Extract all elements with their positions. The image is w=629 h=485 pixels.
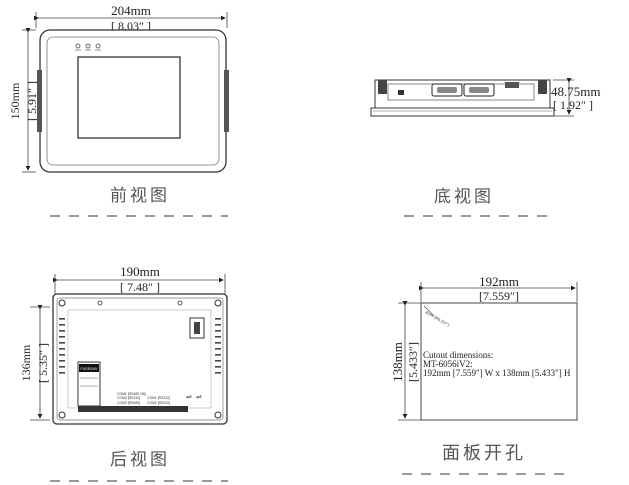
- lcd-screen: [77, 56, 181, 139]
- front-height-in: [ 5.91″ ]: [25, 81, 39, 121]
- cutout-width-in: [7.559″]: [479, 289, 519, 303]
- connector-strip: [78, 406, 188, 412]
- vent-slot: [215, 342, 221, 344]
- right-clip: [538, 80, 547, 94]
- rear-height-mm: 136mm: [19, 344, 33, 381]
- front-view: 204mm [ 8.03″ ] 150mm [ 5.91″ ] 前视图: [8, 3, 229, 217]
- led-indicator: [95, 43, 101, 49]
- vent-slot: [59, 354, 65, 356]
- cutout-height-in: [5.433″]: [406, 342, 420, 382]
- rear-width-in: [ 7.48″ ]: [120, 280, 160, 294]
- cutout-text-line3: 192mm [7.559"] W x 138mm [5.433"] H: [423, 368, 571, 378]
- rear-height-in: [ 5.35″ ]: [36, 343, 50, 383]
- vent-slot: [215, 318, 221, 320]
- vent-slot: [59, 330, 65, 332]
- port-label: COM3 [RS232]: [117, 396, 140, 400]
- led-indicator: [85, 43, 91, 49]
- vent-slot: [59, 348, 65, 350]
- rear-view: 190mm [ 7.48″ ] 136mm [ 5.35″ ] FUSE/24V: [19, 264, 228, 482]
- vent-slot: [215, 366, 221, 368]
- front-view-caption: 前视图: [110, 186, 170, 206]
- port-label: COM2 [RS232]: [147, 401, 170, 405]
- bottom-view: 48.75mm [ 1.92″ ] 底视图: [370, 78, 600, 217]
- panel-cutout-view: 192mm [7.559″] 138mm [5.433″] 4mm (R0.15…: [390, 274, 578, 475]
- screw-hole: [214, 299, 222, 307]
- vent-slot: [215, 336, 221, 338]
- usb-port: [398, 90, 404, 95]
- cutout-text-line2: MT-6056iV2:: [423, 359, 473, 369]
- bottom-depth-in: [ 1.92″ ]: [553, 98, 593, 112]
- left-clip: [378, 80, 387, 94]
- cutout-outline: [420, 302, 578, 421]
- port-label: COM1 [RS232]: [147, 396, 170, 400]
- vent-slot: [215, 360, 221, 362]
- rear-view-caption: 后视图: [110, 450, 170, 470]
- vent-slot: [59, 372, 65, 374]
- left-latch: [37, 70, 42, 132]
- front-height-mm: 150mm: [8, 82, 22, 119]
- vent-slot: [215, 324, 221, 326]
- vent-slot: [59, 366, 65, 368]
- cutout-height-mm: 138mm: [390, 342, 405, 382]
- right-latch: [224, 70, 229, 132]
- bottom-depth-mm: 48.75mm: [551, 84, 600, 99]
- vent-slots-right: [215, 318, 221, 374]
- vent-slot: [59, 360, 65, 362]
- vent-slots-left: [59, 318, 65, 374]
- rear-width-mm: 190mm: [120, 264, 160, 279]
- vent-slot: [59, 342, 65, 344]
- front-width-mm: 204mm: [111, 3, 151, 18]
- led-indicator: [75, 43, 81, 49]
- vent-slot: [59, 336, 65, 338]
- screw-hole: [214, 411, 222, 419]
- vent-slot: [215, 372, 221, 374]
- usb-icon: ⇌: [196, 394, 202, 401]
- cutout-text-line1: Cutout dimensions:: [423, 350, 493, 360]
- bottom-view-caption: 底视图: [434, 187, 494, 207]
- screw-hole: [58, 411, 66, 419]
- port-label: COM1 [RS485 2W]: [117, 392, 146, 396]
- cutout-caption: 面板开孔: [442, 443, 526, 464]
- cutout-width-mm: 192mm: [479, 274, 519, 289]
- terminal-label: FUSE/24V: [81, 367, 99, 371]
- vent-slot: [215, 348, 221, 350]
- front-bezel-edge: [370, 107, 555, 117]
- usb-icon: ⇌: [186, 394, 192, 401]
- vent-slot: [215, 330, 221, 332]
- vent-slot: [59, 324, 65, 326]
- vent-slot: [215, 354, 221, 356]
- screw-hole: [58, 299, 66, 307]
- vent-slot: [59, 318, 65, 320]
- port-label: COM3 [RS485]: [117, 401, 140, 405]
